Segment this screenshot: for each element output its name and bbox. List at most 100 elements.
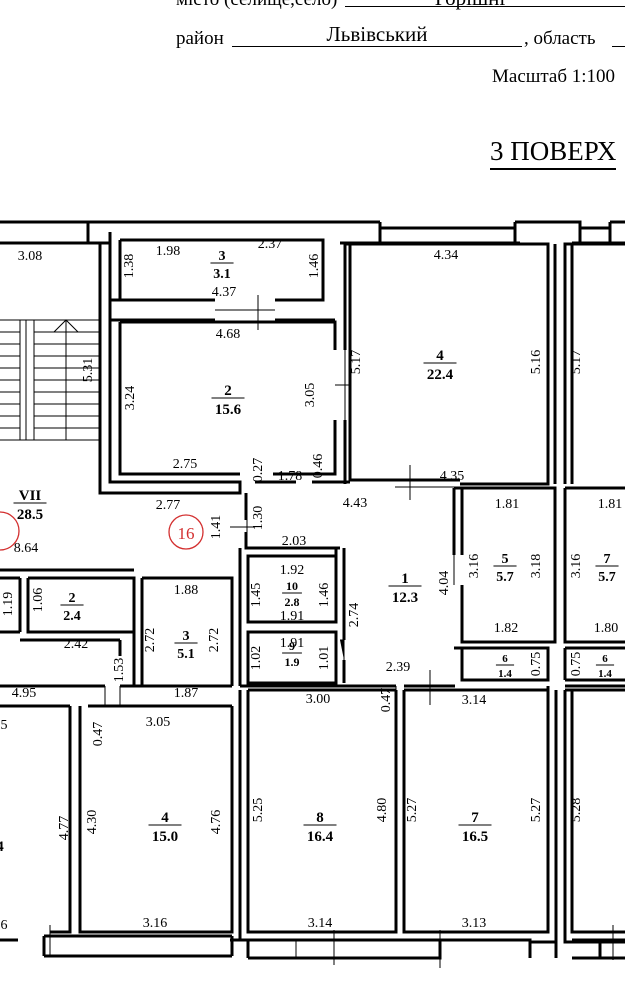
district-underline: [232, 46, 522, 47]
dimension-label: 1.53: [112, 658, 127, 683]
dimension-label: 3.14: [462, 693, 487, 708]
room-area: 5.7: [496, 570, 514, 585]
dimension-label: 0.47: [379, 688, 394, 713]
room-area: 15.0: [152, 829, 178, 845]
dimension-label: 3.16: [569, 554, 584, 579]
dimension-label: 4.30: [85, 810, 100, 835]
dimension-label: 5.17: [349, 350, 364, 375]
settlement-underline: [345, 6, 625, 7]
dimension-label: 1.45: [249, 583, 264, 608]
dimension-label: 4.37: [212, 285, 237, 300]
dimension-label: 1.88: [174, 583, 199, 598]
room-area: 3.1: [213, 267, 231, 282]
dimension-label: 1.30: [251, 506, 266, 531]
room-number: 10: [286, 579, 298, 593]
room-area: 22.4: [427, 367, 454, 383]
dimension-label: 1.98: [156, 244, 181, 259]
room-area: 1.9: [285, 655, 300, 669]
dimension-label: 4.34: [434, 248, 459, 263]
dimension-label: 1.80: [594, 621, 619, 636]
room-number: 1: [401, 571, 409, 587]
dimension-label: 5.16: [529, 350, 544, 375]
dimension-label: 0.27: [251, 458, 266, 483]
dimension-label: 2.75: [173, 457, 198, 472]
dimension-label: 0.46: [311, 454, 326, 479]
dimension-label: 2.39: [386, 660, 411, 675]
dimension-label: 5.17: [569, 350, 584, 375]
room-number: 9: [289, 639, 295, 653]
district-value: Львівський: [326, 22, 428, 46]
district-label: район: [176, 28, 224, 49]
room-area: 5.7: [598, 570, 616, 585]
dimension-label: 1.46: [317, 583, 332, 608]
room-area: 2.8: [285, 595, 300, 609]
dimension-label: 3.18: [529, 554, 544, 579]
dimension-label: 4.80: [375, 798, 390, 823]
dimension-label: 1.87: [174, 686, 199, 701]
room-number: VII: [19, 488, 42, 504]
grid-marker-circle: [168, 514, 204, 550]
dimension-label: 1.81: [598, 497, 623, 512]
dimension-label: 1.78: [278, 469, 303, 484]
dimension-label: 1.91: [280, 636, 305, 651]
dimension-label: 5.31: [81, 358, 96, 383]
dimension-label: 1.06: [31, 588, 46, 613]
dimension-label: 1.46: [307, 254, 322, 279]
room-area: 28.5: [17, 507, 43, 523]
room-number: 4: [161, 810, 169, 826]
dimension-label: 2.72: [207, 628, 222, 653]
region-underline: [612, 46, 625, 47]
dimension-label: 3.05: [303, 383, 318, 408]
dimension-label: 3.16: [143, 916, 168, 931]
dimension-label: 1.01: [317, 646, 332, 671]
dimension-label: 2.37: [258, 237, 283, 252]
dimension-label: 3.24: [123, 386, 138, 411]
dimension-label: 1.41: [209, 515, 224, 540]
dimension-label: 3.05: [146, 715, 171, 730]
room-number: 5: [502, 552, 509, 567]
room-area: 5.1: [177, 647, 195, 662]
room-area: 4: [0, 839, 4, 855]
room-number: 2: [224, 383, 232, 399]
dimension-label: 5.28: [569, 798, 584, 823]
dimension-label: 4.76: [209, 810, 224, 835]
room-number: 4: [436, 348, 444, 364]
dimension-label: 5.27: [529, 798, 544, 823]
room-number: 3: [219, 249, 226, 264]
room-number: 8: [316, 810, 324, 826]
room-area: 12.3: [392, 590, 418, 606]
dimension-label: 5: [1, 718, 8, 733]
dimension-label: 0.75: [529, 652, 544, 677]
dimension-label: 4.35: [440, 469, 465, 484]
dimension-label: 2.77: [156, 498, 181, 513]
dimension-label: 2.42: [64, 637, 89, 652]
dimension-label: 0.47: [91, 722, 106, 747]
dimension-label: 2.72: [143, 628, 158, 653]
room-area: 15.6: [215, 402, 242, 418]
dimension-label: 3.13: [462, 916, 487, 931]
room-number: 2: [69, 591, 76, 606]
room-number: 6: [602, 653, 608, 665]
room-area: 16.4: [307, 829, 334, 845]
dimension-label: 0.75: [569, 652, 584, 677]
settlement-label: місто (селище,село): [176, 0, 337, 11]
room-area: 1.4: [598, 668, 612, 680]
dimension-label: 6: [1, 918, 8, 933]
dimension-label: 4.68: [216, 327, 241, 342]
grid-marker-label: 16: [178, 524, 195, 543]
dimension-label: 4.04: [437, 571, 452, 596]
dimension-label: 3.16: [467, 554, 482, 579]
dimension-label: 2.74: [347, 603, 362, 628]
room-area: 16.5: [462, 829, 488, 845]
dimension-label: 1.38: [122, 254, 137, 279]
dimension-label: 1.91: [280, 609, 305, 624]
room-number: 3: [183, 629, 190, 644]
dimension-label: 5.25: [251, 798, 266, 823]
room-area: 2.4: [63, 609, 81, 624]
scale-label: Масштаб 1:100: [492, 66, 616, 87]
dimension-label: 3.08: [18, 249, 43, 264]
dimension-label: 1.02: [249, 646, 264, 671]
floor-title: 3 ПОВЕРХ: [490, 136, 617, 170]
region-label: , область: [524, 28, 596, 49]
